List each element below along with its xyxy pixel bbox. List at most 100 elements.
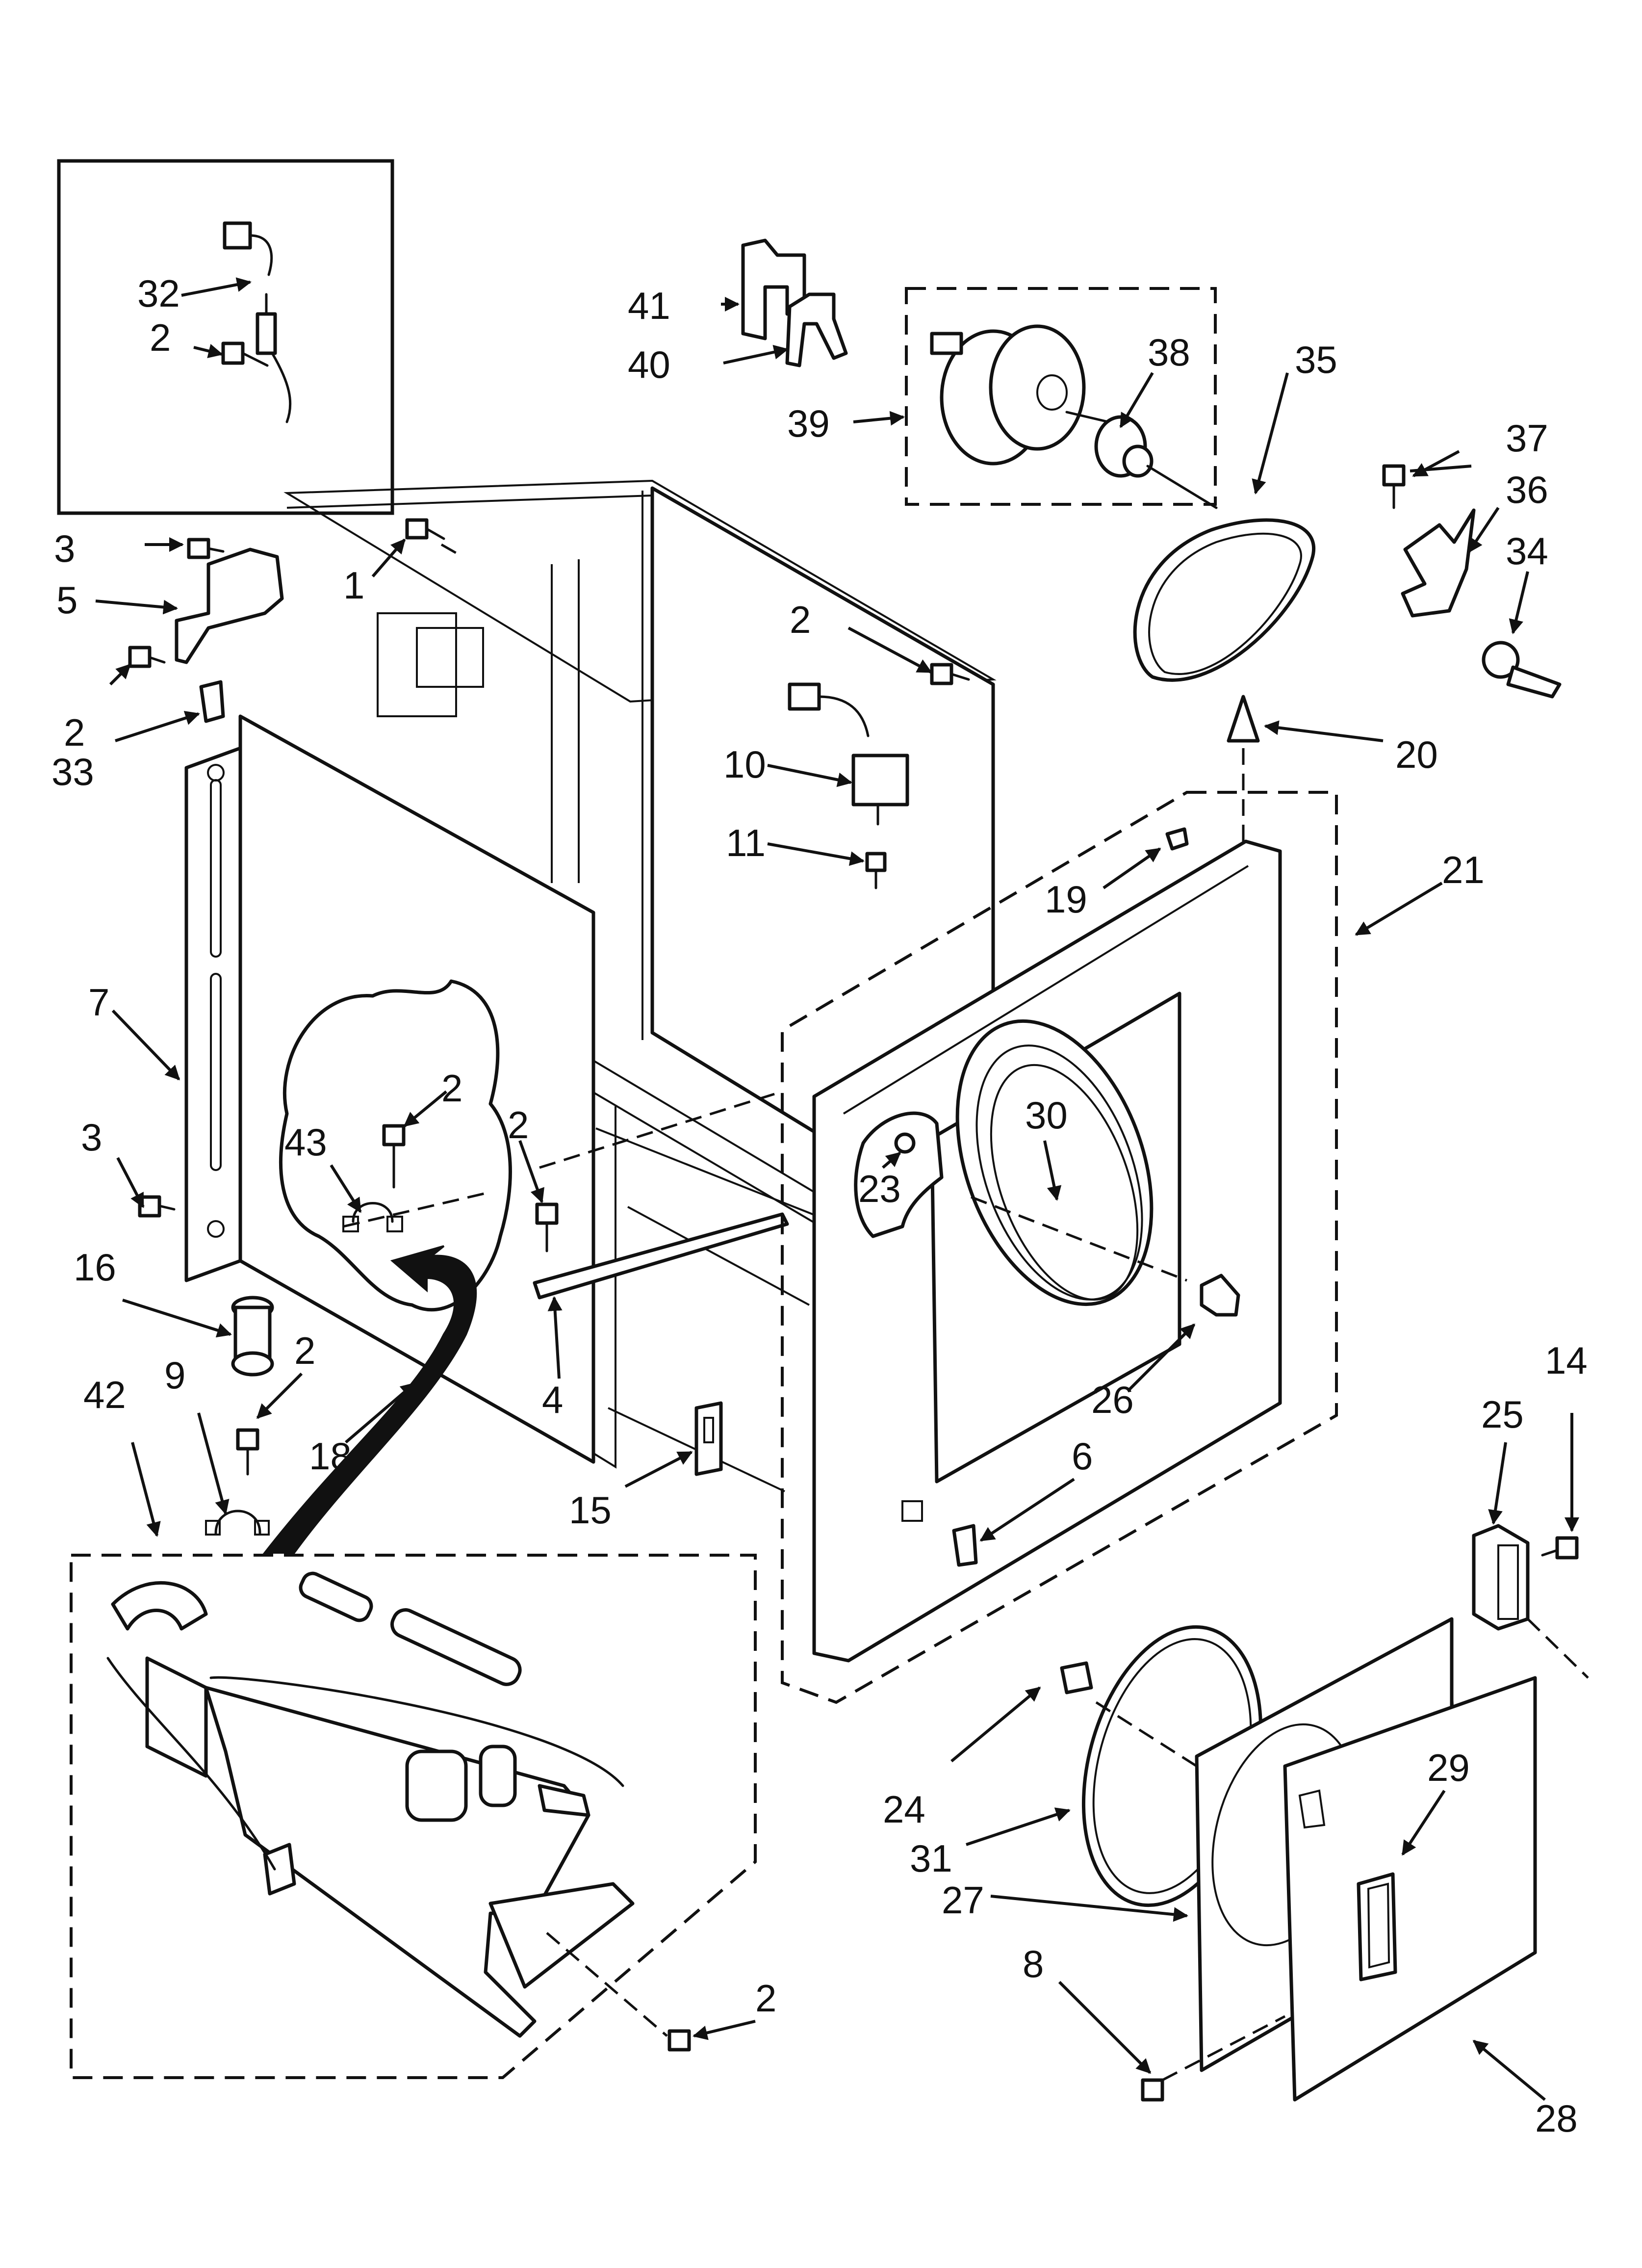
screw-part (187, 538, 225, 559)
screw-part (546, 1932, 691, 2052)
callout-29: 29 (1427, 1746, 1470, 1789)
callout-2: 2 (64, 711, 85, 754)
callout-10: 10 (723, 743, 766, 786)
door-catch-part (1200, 1274, 1240, 1317)
drive-belt-part (1133, 372, 1316, 682)
exhaust-duct-part (262, 1245, 477, 1554)
motor-dashed-box (905, 287, 1217, 506)
callout-3: 3 (54, 527, 75, 570)
leader-line (181, 277, 252, 297)
callout-2: 2 (508, 1103, 529, 1147)
drum-glide-part (1227, 695, 1260, 841)
thermal-fuse-inset (57, 159, 394, 515)
callout-34: 34 (1506, 529, 1548, 573)
door-switch-part (901, 1500, 978, 1567)
callout-16: 16 (74, 1246, 116, 1289)
callout-25: 25 (1481, 1393, 1524, 1436)
inset-frame (57, 159, 394, 515)
screw-part (1141, 2015, 1286, 2102)
callout-2: 2 (150, 316, 171, 359)
callout-23: 23 (858, 1167, 901, 1210)
clip-part (1060, 1661, 1093, 1694)
screw-part (128, 646, 166, 668)
screw-part (930, 663, 970, 685)
leader-line (193, 343, 223, 359)
front-panel-dashed-box (781, 791, 1338, 1704)
callout-6: 6 (1072, 1434, 1093, 1478)
door-handle-part (1357, 1872, 1397, 1981)
idler-pulley-part (1482, 641, 1562, 699)
left-small-parts (128, 518, 445, 1536)
screw-part (138, 1195, 176, 1218)
callout-19: 19 (1045, 878, 1087, 921)
front-panel-assembly (781, 791, 1338, 1704)
callout-21: 21 (1442, 848, 1485, 891)
screw-part (865, 852, 887, 889)
screw-part (221, 341, 269, 367)
screw-part (405, 518, 445, 540)
leveling-foot-part (231, 1296, 274, 1377)
clip-part (199, 680, 225, 723)
callout-37: 37 (1506, 417, 1548, 460)
callout-30: 30 (1025, 1094, 1068, 1137)
centerlines (343, 543, 783, 1228)
callout-20: 20 (1395, 733, 1438, 776)
callout-2: 2 (755, 1977, 776, 2020)
callout-39: 39 (787, 402, 830, 445)
callout-1: 1 (343, 564, 364, 607)
motor-assembly-group (721, 238, 1218, 509)
screw-part (236, 1428, 259, 1476)
idler-screw-part (1382, 464, 1406, 509)
cabinet-cutout-detail (279, 979, 512, 1312)
callout-38: 38 (1148, 331, 1190, 374)
burner-dashed-box (70, 1554, 757, 2079)
callout-5: 5 (56, 578, 77, 622)
front-panel-part (812, 839, 1282, 1663)
callout-42: 42 (83, 1373, 126, 1416)
cabinet-side-panel-part (184, 746, 242, 1282)
callout-36: 36 (1506, 468, 1548, 511)
callout-4: 4 (542, 1378, 563, 1421)
idler-bracket-part (1401, 508, 1476, 618)
callout-18: 18 (309, 1434, 352, 1478)
burner-assembly-group (70, 1554, 757, 2079)
callout-40: 40 (628, 343, 670, 386)
screw-part (535, 1202, 559, 1252)
outer-door-part (1283, 1676, 1537, 2102)
callout-9: 9 (164, 1354, 185, 1397)
clip-part (1165, 827, 1189, 851)
callout-35: 35 (1295, 338, 1337, 381)
screw-part (1541, 1536, 1579, 1560)
callout-43: 43 (284, 1121, 327, 1164)
callout-15: 15 (569, 1488, 612, 1532)
callout-24: 24 (883, 1788, 925, 1831)
callout-31: 31 (910, 1837, 952, 1880)
door-assembly-group (1060, 1524, 1589, 2102)
callout-28: 28 (1535, 2097, 1578, 2140)
small-bracket-part (694, 1401, 723, 1476)
leader-lines (95, 465, 1579, 2101)
callout-27: 27 (942, 1878, 984, 1922)
motor-part (930, 324, 1110, 466)
callout-2: 2 (790, 598, 811, 641)
callout-2: 2 (441, 1067, 462, 1110)
motor-bracket-parts (741, 238, 848, 367)
thermostat-parts (788, 663, 970, 889)
thermal-fuse-part (223, 221, 292, 423)
callout-14: 14 (1545, 1339, 1588, 1382)
callout-41: 41 (628, 284, 670, 327)
hinge-part (1472, 1524, 1530, 1631)
burner-assembly-part (106, 1571, 635, 2038)
front-rail-part (533, 1212, 789, 1300)
idler-parts-group (1382, 450, 1562, 699)
callout-3: 3 (81, 1116, 102, 1159)
callout-33: 33 (51, 750, 94, 793)
bracket-part (175, 547, 284, 664)
callout-7: 7 (88, 981, 109, 1024)
pulley-part (1094, 415, 1218, 509)
front-panel-cutout-detail (854, 1111, 944, 1238)
callout-8: 8 (1023, 1942, 1044, 1985)
callout-11: 11 (726, 821, 766, 864)
callout-labels: 32 2 41 40 39 38 35 37 36 34 3 5 1 2 33 … (51, 272, 1588, 2140)
